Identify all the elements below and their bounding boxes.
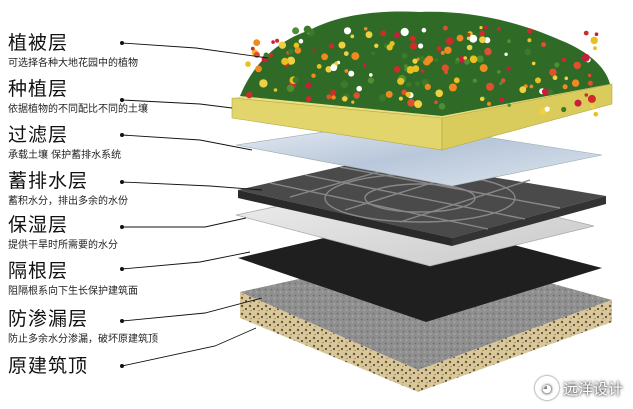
label-desc: 阻隔根系向下生长保护建筑面 — [8, 286, 138, 297]
watermark-text: 远洋设计 — [562, 379, 623, 398]
label-planting: 种植层 依据植物的不同配比不同的土壤 — [8, 78, 148, 116]
leader-lines — [121, 42, 269, 367]
label-desc: 提供干旱时所需要的水分 — [8, 240, 118, 251]
label-desc: 蓄积水分，排出多余的水份 — [8, 196, 128, 207]
label-anti-leakage: 防渗漏层 防止多余水分渗漏，破坏原建筑顶 — [8, 308, 158, 346]
label-filter: 过滤层 承载土壤 保护蓄排水系统 — [8, 124, 121, 162]
label-desc: 承载土壤 保护蓄排水系统 — [8, 150, 122, 161]
label-title: 原建筑顶 — [8, 355, 89, 377]
label-title: 过滤层 — [8, 124, 69, 146]
label-original-roof: 原建筑顶 — [8, 355, 88, 377]
label-desc: 依据植物的不同配比不同的土壤 — [8, 104, 148, 115]
label-title: 隔根层 — [8, 260, 69, 282]
label-title: 防渗漏层 — [8, 308, 89, 330]
leader-dots — [120, 41, 124, 368]
watermark: ◕ 远洋设计 — [534, 376, 623, 400]
vegetation-layer — [240, 11, 610, 117]
label-vegetation: 植被层 可选择各种大地花园中的植物 — [8, 32, 138, 70]
label-desc: 可选择各种大地花园中的植物 — [8, 58, 138, 69]
label-desc: 防止多余水分渗漏，破坏原建筑顶 — [8, 334, 158, 345]
label-title: 保湿层 — [8, 214, 69, 236]
label-title: 蓄排水层 — [8, 170, 89, 192]
anti-leakage-layer — [238, 218, 602, 322]
label-drainage: 蓄排水层 蓄积水分，排出多余的水份 — [8, 170, 128, 208]
label-root-barrier: 隔根层 阻隔根系向下生长保护建筑面 — [8, 260, 138, 298]
label-title: 植被层 — [8, 32, 69, 54]
label-moisture: 保湿层 提供干旱时所需要的水分 — [8, 214, 118, 252]
label-title: 种植层 — [8, 78, 69, 100]
wechat-icon: ◕ — [534, 376, 559, 400]
